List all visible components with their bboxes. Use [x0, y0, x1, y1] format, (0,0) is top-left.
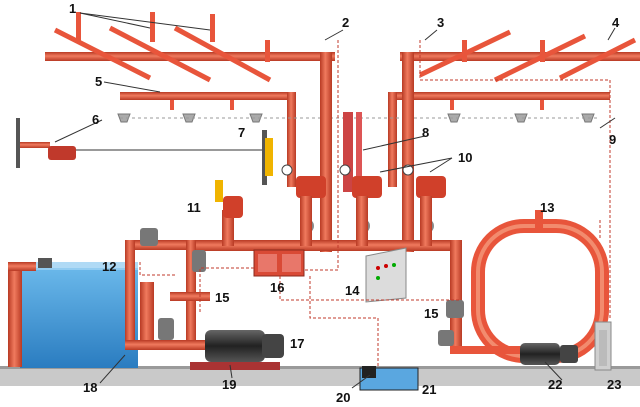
supply-manifold	[125, 196, 462, 350]
riser-pipes	[320, 52, 414, 252]
pressure-tank	[215, 180, 243, 218]
label-20: 20	[336, 390, 350, 405]
jockey-pump-motor	[520, 343, 578, 365]
label-1: 1	[69, 1, 76, 16]
label-4: 4	[612, 15, 620, 30]
label-8: 8	[422, 125, 429, 140]
label-9: 9	[609, 132, 616, 147]
main-fire-pump-motor	[190, 330, 284, 370]
vertical-pump	[594, 321, 612, 371]
label-19: 19	[222, 377, 236, 392]
ring-main-loop	[450, 210, 609, 363]
label-15-right: 15	[424, 306, 438, 321]
lower-sprinkler-branch-left	[120, 92, 296, 187]
flow-switch-device	[262, 130, 273, 185]
label-14: 14	[345, 283, 360, 298]
label-23: 23	[607, 377, 621, 392]
label-16: 16	[270, 280, 284, 295]
sprinkler-head-icon	[249, 113, 263, 123]
signal-wires	[139, 40, 611, 366]
upper-sprinkler-branch-right	[400, 29, 640, 83]
label-13: 13	[540, 200, 554, 215]
label-17: 17	[290, 336, 304, 351]
drain-tank	[359, 366, 419, 391]
label-3: 3	[437, 15, 444, 30]
control-panels	[253, 249, 305, 277]
gate-valves	[140, 228, 464, 346]
water-tank	[8, 258, 138, 368]
lower-sprinkler-branch-right	[388, 92, 610, 187]
sprinkler-head-icon	[117, 113, 131, 123]
callout-labels: 1 2 3 4 5 6 7 8 9 10 11 12 13 14 15 15 1…	[69, 1, 621, 405]
wall-fire-hydrant	[16, 118, 265, 168]
label-2: 2	[342, 15, 349, 30]
label-5: 5	[95, 74, 102, 89]
sprinkler-head-icon	[447, 113, 461, 123]
label-22: 22	[548, 377, 562, 392]
label-10: 10	[458, 150, 472, 165]
main-control-cabinet	[365, 247, 407, 303]
label-12: 12	[102, 259, 116, 274]
ground-floor	[0, 366, 640, 386]
label-18: 18	[83, 380, 97, 395]
label-7: 7	[238, 125, 245, 140]
upper-sprinkler-branch-left	[45, 12, 335, 83]
label-15-left: 15	[215, 290, 229, 305]
leader-lines	[54, 12, 616, 389]
label-6: 6	[92, 112, 99, 127]
label-11: 11	[187, 200, 201, 215]
label-21: 21	[422, 382, 436, 397]
sprinkler-head-icon	[514, 113, 528, 123]
